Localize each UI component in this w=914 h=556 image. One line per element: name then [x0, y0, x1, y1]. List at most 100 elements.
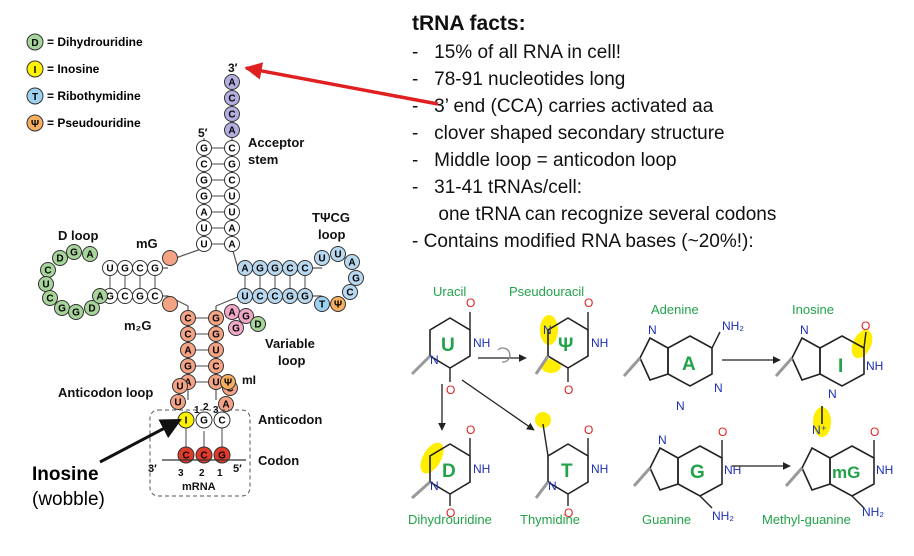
uracil-name: Uracil [433, 284, 466, 299]
acceptor-right-nt: C [224, 140, 240, 156]
d-loop-nt-letter: G [72, 308, 80, 319]
d-loop-nt: C [40, 262, 56, 278]
t-stem-nt-letter: C [286, 264, 293, 275]
ribothymidine-nt: T [314, 296, 330, 312]
anticodon-loop-nt-letter: A [222, 400, 229, 411]
adenine-n-right: N [714, 381, 723, 395]
inosine-callout-title: Inosine [32, 464, 99, 485]
t-loop-nt-letter: A [348, 258, 355, 269]
acceptor-tail-nt: A [224, 74, 240, 90]
acceptor-right-nt-letter: G [228, 160, 236, 171]
anticodon-stem-nt-letter: G [212, 314, 220, 325]
variable-loop-label: loop [278, 353, 305, 368]
d-loop-nt-letter: C [44, 266, 51, 277]
guanine-n-top: N [658, 433, 667, 447]
anticodon-stem-nt: U [208, 342, 224, 358]
methyl-guanine-letter: mG [832, 463, 860, 482]
acceptor-left-nt: U [196, 220, 212, 236]
d-stem-nt-letter: U [106, 264, 113, 275]
m2g-label: m₂G [124, 318, 151, 333]
t-loop-nt: U [330, 246, 346, 262]
acceptor-right-nt: A [224, 220, 240, 236]
dihydrouridine-n: N [430, 479, 439, 493]
anticodon-stem-nt-letter: C [212, 362, 219, 373]
anticodon-base-nt: C [213, 411, 231, 429]
methyl-guanine-o: O [870, 425, 879, 439]
variable-loop-nt: G [228, 320, 244, 336]
t-stem-nt: U [237, 288, 253, 304]
anticodon-stem-nt: G [208, 326, 224, 342]
codon-base-nt: C [195, 446, 213, 464]
t-stem-nt-letter: G [271, 264, 279, 275]
acceptor-left-nt: G [196, 172, 212, 188]
methyl-guanine-name: Methyl-guanine [762, 512, 851, 527]
thymidine-nh: NH [591, 462, 608, 476]
acceptor-tail-nt: A [224, 122, 240, 138]
acceptor-left-nt: C [196, 156, 212, 172]
acceptor-right-nt-letter: C [228, 144, 235, 155]
inosine-n-bottom: N [828, 387, 837, 401]
pseudouracil-structure: O O NH N Ψ [534, 296, 608, 397]
position-3: 3 [213, 405, 219, 416]
acceptor-right-nt-letter: A [228, 240, 235, 251]
inosine-callout-subtitle: (wobble) [32, 489, 105, 510]
t-stem-nt: C [252, 288, 268, 304]
pseudouridine-nt: Ψ [330, 296, 346, 312]
t-stem-nt: G [282, 288, 298, 304]
acceptor-left-nt-letter: C [200, 160, 207, 171]
acceptor-left-nt-letter: G [200, 192, 208, 203]
legend: D = Dihydrouridine I = Inosine T = Ribot… [26, 33, 143, 132]
anticodon-loop-nt: U [170, 394, 186, 410]
t-loop-nt-letter: U [334, 250, 341, 261]
t-loop-nt-letter: U [318, 254, 325, 265]
variable-loop-nt-letter: G [232, 324, 240, 335]
d-stem-nt: G [117, 260, 133, 276]
anticodon-stem-nt: G [208, 310, 224, 326]
legend-letter: Ψ [31, 119, 39, 130]
anticodon-stem-nt-letter: U [212, 378, 219, 389]
codon-label: Codon [258, 453, 299, 468]
uracil-n: N [430, 353, 439, 367]
legend-letter: T [32, 92, 38, 103]
variable-loop-nt-letter: D [254, 320, 261, 331]
d-stem-nt-letter: G [106, 292, 114, 303]
position-2: 2 [203, 402, 209, 413]
adenine-name: Adenine [651, 302, 699, 317]
variable-loop-nt: A [224, 304, 240, 320]
fact-line: - Middle loop = anticodon loop [412, 150, 677, 171]
mi-label: mI [242, 373, 256, 387]
pseudouracil-letter: Ψ [558, 335, 573, 356]
codon-base-nt: C [177, 446, 195, 464]
pseudouracil-nh: NH [591, 336, 608, 350]
d-loop-nt: A [82, 246, 98, 262]
guanine-name: Guanine [642, 512, 691, 527]
anticodon-stem-nt-letter: A [184, 346, 191, 357]
d-loop-label: D loop [58, 228, 98, 243]
anticodon-loop-nt-letter: U [176, 382, 183, 393]
pseudouracil-o-bottom: O [564, 383, 573, 397]
t-stem-nt: C [282, 260, 298, 276]
d-loop-nt: D [84, 300, 100, 316]
t-stem-nt: G [267, 260, 283, 276]
d-stem-nt-letter: C [136, 264, 143, 275]
legend-text: = Inosine [47, 62, 100, 76]
t-stem-nt: C [297, 260, 313, 276]
three-prime-arrow [244, 62, 439, 106]
thymidine-structure: O O NH N T [534, 412, 608, 520]
anticodon-loop-nt: A [218, 396, 234, 412]
inosine-o: O [861, 319, 870, 333]
d-loop-nt-letter: A [96, 292, 103, 303]
codon-base-nt-letter: C [182, 451, 189, 462]
acceptor-left-nt-letter: U [200, 224, 207, 235]
legend-letter: I [34, 65, 37, 76]
fact-line: - 31-41 tRNAs/cell: [412, 177, 582, 198]
acceptor-tail-nt-letter: C [228, 94, 235, 105]
conversion-arrows [438, 347, 791, 470]
acceptor-label: Acceptor [248, 135, 304, 150]
acceptor-right-nt-letter: A [228, 224, 235, 235]
mg-nt [162, 250, 178, 266]
